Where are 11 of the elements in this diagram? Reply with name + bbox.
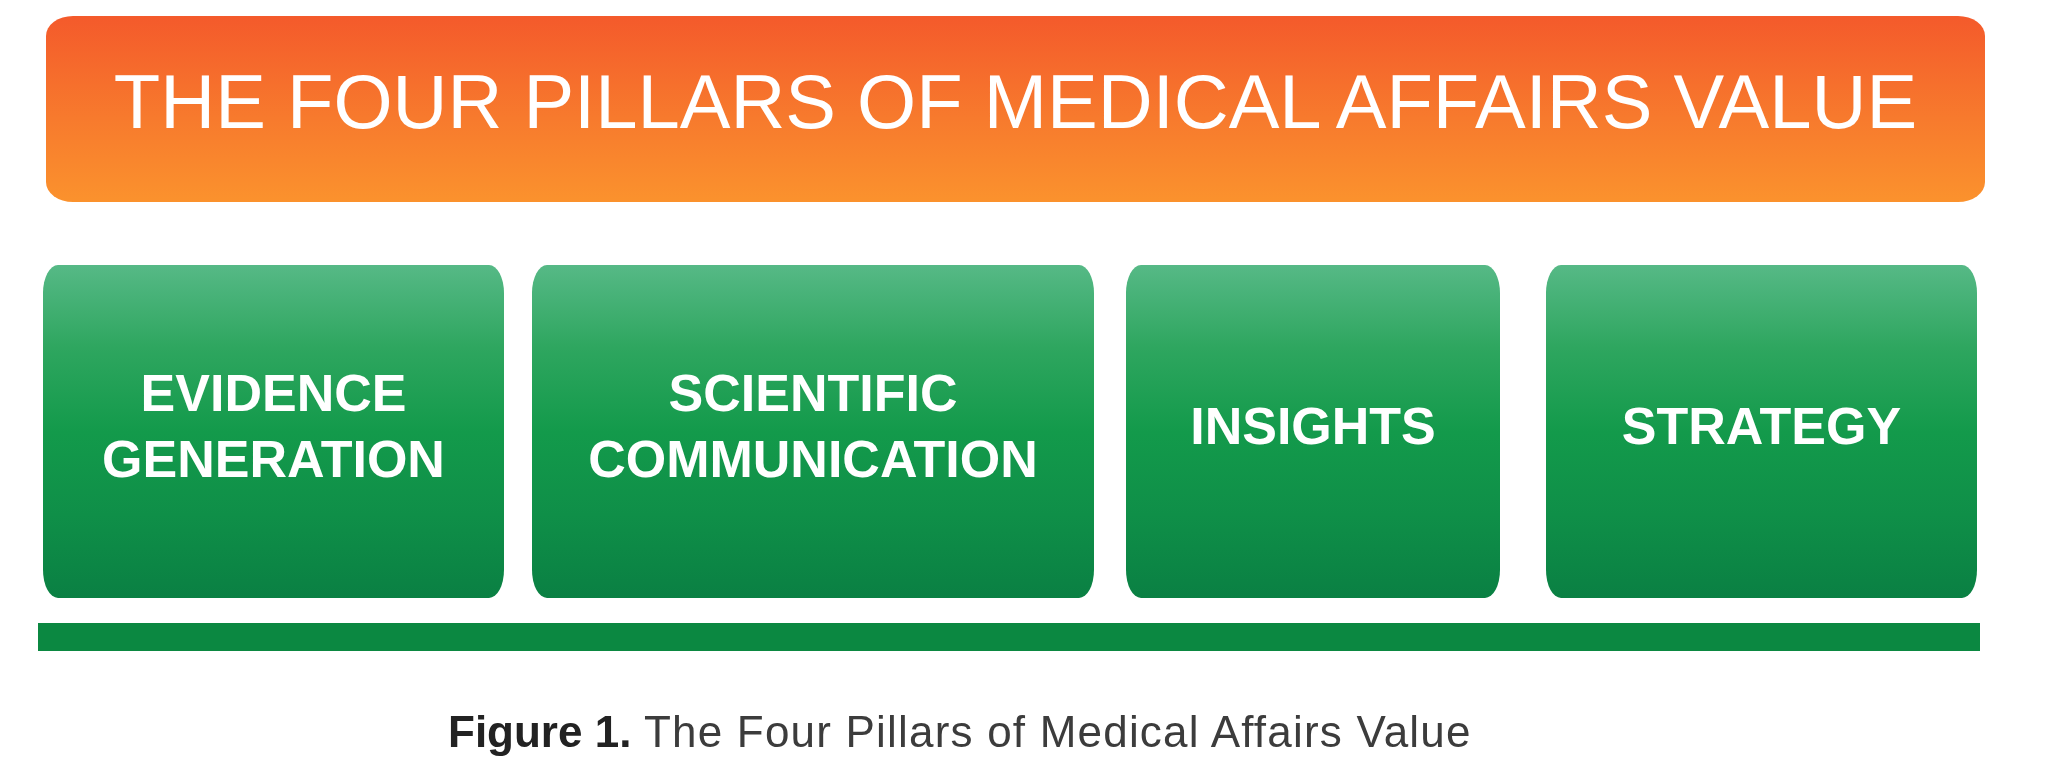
foundation-bar: [38, 623, 1980, 651]
title: THE FOUR PILLARS OF MEDICAL AFFAIRS VALUE: [113, 60, 1918, 144]
pillar-box: [532, 265, 1094, 598]
pillar-box: [1126, 265, 1500, 598]
pillar-label: EVIDENCE GENERATION: [101, 362, 446, 490]
pillar-label: SCIENTIFIC COMMUNICATION: [587, 362, 1039, 490]
pillar-box: [43, 265, 504, 598]
pillar-box: [1546, 265, 1977, 598]
pillar-label: INSIGHTS: [1190, 395, 1436, 457]
pillar-label: STRATEGY: [1621, 395, 1902, 457]
figure-caption: Figure 1. The Four Pillars of Medical Affairs Value: [448, 706, 1472, 758]
